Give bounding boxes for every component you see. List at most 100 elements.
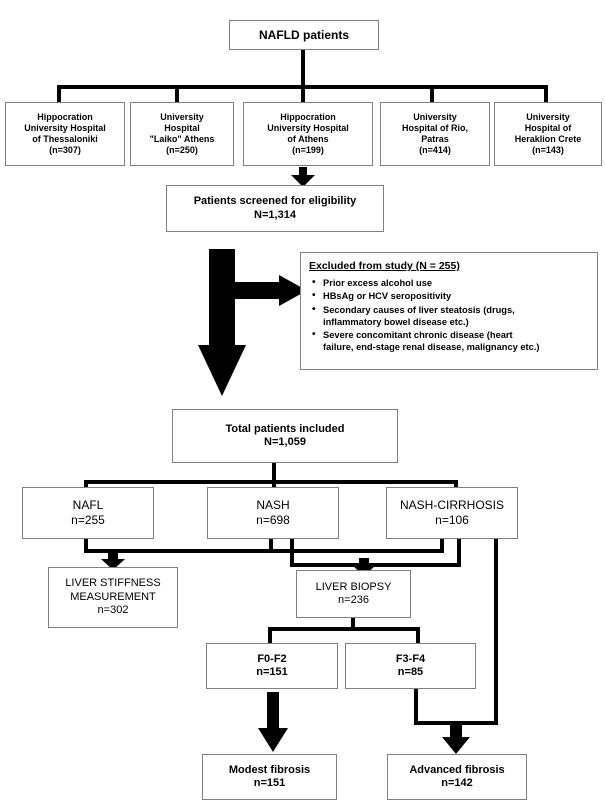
connector-drop-center-2 xyxy=(175,85,179,104)
node-center-rio-patras: University Hospital of Rio, Patras (n=41… xyxy=(380,102,490,166)
excluded-item-4-line1: Severe concomitant chronic disease (hear… xyxy=(323,330,513,341)
center2-line2: Hospital xyxy=(164,123,200,134)
connector-f3f4-down xyxy=(414,689,418,725)
node-group-nafl: NAFL n=255 xyxy=(22,487,154,539)
connector-advanced-merge-bus xyxy=(414,721,498,725)
center4-line4: (n=414) xyxy=(419,144,451,155)
connector-cirrhosis-down-a xyxy=(440,539,444,551)
screened-line2: N=1,314 xyxy=(254,208,296,221)
center1-line2: University Hospital xyxy=(24,123,106,134)
connector-cirrhosis-right-rail xyxy=(494,539,498,725)
node-nafld-patients: NAFLD patients xyxy=(229,20,379,50)
excluded-item-1-line1: Prior excess alcohol use xyxy=(323,278,433,288)
connector-nafl-down xyxy=(84,539,88,551)
node-nafld-patients-label: NAFLD patients xyxy=(259,27,349,42)
excluded-item-2-line1: HBsAg or HCV seropositivity xyxy=(323,291,452,302)
lsm-line2: MEASUREMENT xyxy=(70,590,156,603)
node-group-nash-cirrhosis: NASH-CIRRHOSIS n=106 xyxy=(386,487,518,539)
included-line2: N=1,059 xyxy=(264,436,306,448)
connector-drop-center-3 xyxy=(301,85,305,104)
center5-line3: Heraklion Crete xyxy=(514,134,582,144)
modest-line2: n=151 xyxy=(253,777,286,789)
nash-line2: n=698 xyxy=(256,513,290,527)
center3-line1: Hippocration xyxy=(280,112,336,123)
node-outcome-modest-fibrosis: Modest fibrosis n=151 xyxy=(202,754,337,800)
biopsy-line1: LIVER BIOPSY xyxy=(315,580,392,593)
node-stage-f0-f2: F0-F2 n=151 xyxy=(206,643,338,689)
connector-root-stem xyxy=(301,50,305,87)
node-patients-screened: Patients screened for eligibility N=1,31… xyxy=(166,185,384,232)
cirrhosis-line2: n=106 xyxy=(435,513,469,527)
connector-drop-group-nafl xyxy=(84,480,88,490)
node-center-laiko-athens: University Hospital "Laiko" Athens (n=25… xyxy=(130,102,234,166)
f3f4-line2: n=85 xyxy=(397,666,424,678)
center5-line4: (n=143) xyxy=(532,144,564,155)
node-liver-stiffness-measurement: LIVER STIFFNESS MEASUREMENT n=302 xyxy=(48,567,178,628)
center1-line1: Hippocration xyxy=(37,112,93,123)
connector-stages-bus xyxy=(268,627,420,631)
nafl-line2: n=255 xyxy=(71,513,105,527)
screened-line1: Patients screened for eligibility xyxy=(193,195,357,208)
arrow-centers-to-screened xyxy=(288,167,318,187)
f0f2-line2: n=151 xyxy=(256,666,288,678)
nash-line1: NASH xyxy=(256,498,290,513)
node-outcome-advanced-fibrosis: Advanced fibrosis n=142 xyxy=(387,754,527,800)
excluded-title: Excluded from study (N = 255) xyxy=(309,260,460,272)
panel-excluded-from-study: Excluded from study (N = 255) Prior exce… xyxy=(300,252,598,370)
center1-line3: of Thessaloniki xyxy=(32,134,98,144)
connector-drop-stage-f3f4 xyxy=(416,627,420,644)
connector-included-stem xyxy=(272,463,276,482)
node-liver-biopsy: LIVER BIOPSY n=236 xyxy=(296,570,411,618)
center1-line4: (n=307) xyxy=(49,144,81,155)
nafl-line1: NAFL xyxy=(72,498,104,513)
center4-line3: Patras xyxy=(421,134,449,144)
node-total-patients-included: Total patients included N=1,059 xyxy=(172,409,398,463)
center3-line2: University Hospital xyxy=(267,123,349,134)
arrow-f0f2-to-modest-fibrosis xyxy=(256,692,290,752)
connector-biopsy-split-stem xyxy=(351,618,355,630)
connector-lsm-bus xyxy=(84,549,444,553)
center4-line1: University xyxy=(413,112,457,123)
connector-nash-down-b xyxy=(290,539,294,567)
excluded-item-2: HBsAg or HCV seropositivity xyxy=(312,290,591,303)
excluded-item-1: Prior excess alcohol use xyxy=(312,277,591,290)
node-center-hippocration-athens: Hippocration University Hospital of Athe… xyxy=(243,102,373,166)
connector-groups-bus xyxy=(84,480,458,484)
center2-line1: University xyxy=(160,112,204,123)
f3f4-line1: F3-F4 xyxy=(395,652,426,665)
biopsy-line2: n=236 xyxy=(338,594,369,606)
arrow-screened-exclusion-tee xyxy=(193,249,313,396)
arrow-to-advanced-fibrosis xyxy=(440,724,472,754)
advanced-line2: n=142 xyxy=(441,777,473,789)
excluded-item-3-line1: Secondary causes of liver steatosis (dru… xyxy=(323,304,515,315)
lsm-line1: LIVER STIFFNESS xyxy=(65,577,161,590)
connector-drop-center-5 xyxy=(544,85,548,104)
node-stage-f3-f4: F3-F4 n=85 xyxy=(345,643,476,689)
node-group-nash: NASH n=698 xyxy=(207,487,339,539)
connector-drop-center-4 xyxy=(430,85,434,104)
center2-line4: (n=250) xyxy=(166,144,198,155)
included-line1: Total patients included xyxy=(225,422,345,435)
center3-line3: of Athens xyxy=(287,134,329,144)
connector-drop-group-cirrhosis xyxy=(454,480,458,490)
cirrhosis-line1: NASH-CIRRHOSIS xyxy=(399,498,504,513)
node-center-heraklion-crete: University Hospital of Heraklion Crete (… xyxy=(494,102,602,166)
center4-line2: Hospital of Rio, xyxy=(402,123,468,134)
excluded-list: Prior excess alcohol use HBsAg or HCV se… xyxy=(309,277,591,354)
center3-line4: (n=199) xyxy=(292,144,324,155)
f0f2-line1: F0-F2 xyxy=(257,652,287,665)
center5-line1: University xyxy=(526,112,570,123)
node-center-hippocration-thessaloniki: Hippocration University Hospital of Thes… xyxy=(5,102,125,166)
connector-drop-group-nash xyxy=(272,480,276,490)
excluded-item-4: Severe concomitant chronic disease (hear… xyxy=(312,329,591,354)
arrow-to-liver-stiffness xyxy=(99,552,127,570)
connector-nash-down-a xyxy=(269,539,273,551)
connector-cirrhosis-down-b xyxy=(457,539,461,567)
excluded-item-3: Secondary causes of liver steatosis (dru… xyxy=(312,304,591,329)
connector-drop-stage-f0f2 xyxy=(268,627,272,644)
center5-line2: Hospital of xyxy=(524,123,572,134)
lsm-line3: n=302 xyxy=(97,604,129,617)
center2-line3: "Laiko" Athens xyxy=(149,134,215,144)
connector-drop-center-1 xyxy=(57,85,61,104)
